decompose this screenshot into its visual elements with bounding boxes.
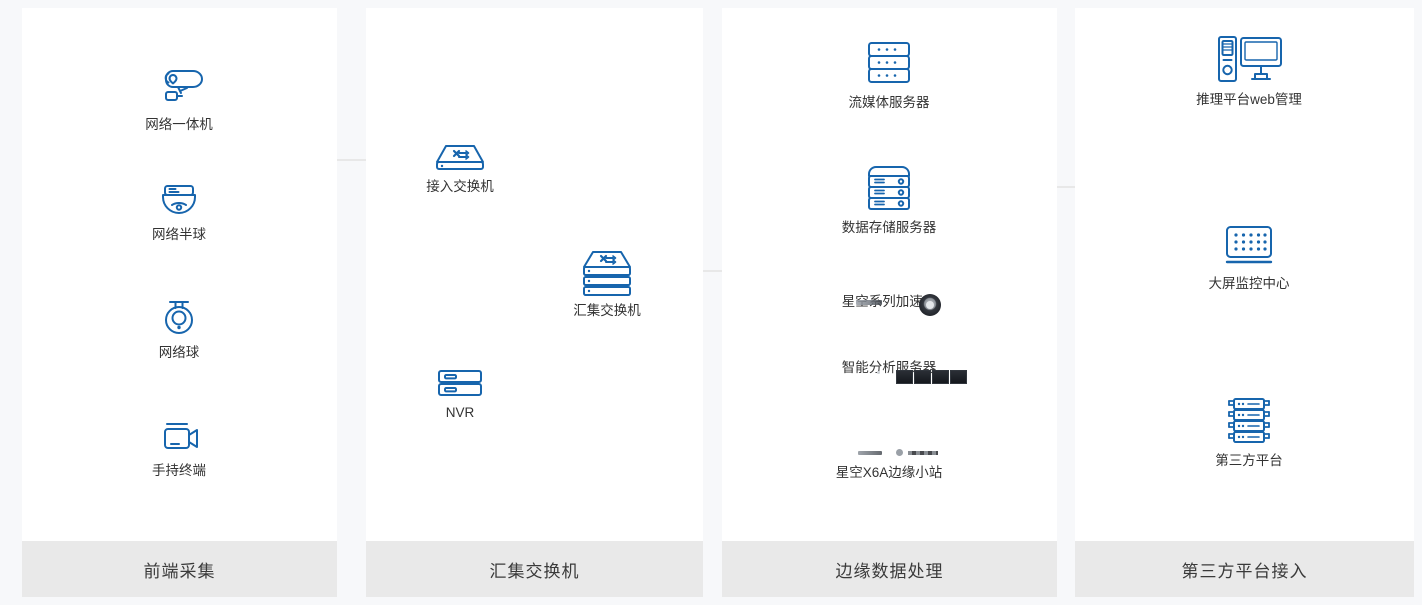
node-label: 数据存储服务器: [841, 220, 937, 235]
node-label: 推理平台web管理: [1196, 92, 1302, 107]
node-inference-platform-web-admin[interactable]: 推理平台web管理: [1174, 33, 1324, 109]
node-nvr[interactable]: NVR: [385, 366, 535, 422]
node-label: 汇集交换机: [573, 303, 641, 318]
node-access-switch[interactable]: 接入交换机: [385, 140, 535, 196]
node-large-screen-monitoring-center[interactable]: 大屏监控中心: [1174, 223, 1324, 293]
node-label: 接入交换机: [426, 179, 494, 194]
node-label: 大屏监控中心: [1208, 276, 1290, 291]
column-footer-third-party-platform-access: 第三方平台接入: [1075, 541, 1414, 597]
node-data-storage-server[interactable]: 数据存储服务器: [814, 163, 964, 237]
node-starry-accelerator-card[interactable]: 星空系列加速卡: [814, 290, 964, 316]
rack-server-icon: [814, 40, 964, 90]
node-aggregation-switch[interactable]: 汇集交换机: [532, 248, 682, 320]
column-body: 接入交换机 NVR: [366, 8, 703, 537]
node-starry-x6a-edge-station[interactable]: 星空X6A边缘小站: [814, 449, 964, 482]
node-label: 网络半球: [152, 227, 206, 242]
column-footer-front-end-collection: 前端采集: [22, 541, 337, 597]
switch-icon: [385, 140, 535, 174]
bullet-camera-icon: [104, 64, 254, 112]
node-label: 网络一体机: [145, 117, 213, 132]
nvr-icon: [385, 366, 535, 400]
ptz-camera-icon: [104, 296, 254, 340]
camcorder-icon: [104, 416, 254, 458]
node-label: NVR: [445, 405, 475, 420]
column-edge-data-processing: 流媒体服务器: [722, 8, 1057, 597]
node-intelligent-analysis-server[interactable]: 智能分析服务器: [814, 356, 967, 384]
node-handheld-terminal[interactable]: 手持终端: [104, 416, 254, 480]
column-body: 流媒体服务器: [722, 8, 1057, 537]
node-label: 第三方平台: [1215, 453, 1283, 468]
node-label: 网络球: [158, 345, 200, 360]
node-label: 星空X6A边缘小站: [835, 465, 943, 480]
node-network-dome[interactable]: 网络半球: [104, 180, 254, 244]
video-wall-icon: [1174, 223, 1324, 271]
footer-label: 前端采集: [143, 561, 216, 581]
node-streaming-media-server[interactable]: 流媒体服务器: [814, 40, 964, 112]
footer-label: 汇集交换机: [489, 561, 580, 581]
server-rack-icon: [1174, 396, 1324, 448]
column-third-party-platform-access: 推理平台web管理 大屏监控中心: [1075, 8, 1414, 597]
column-front-end-collection: 网络一体机 网络半球: [22, 8, 337, 597]
node-third-party-platform[interactable]: 第三方平台: [1174, 396, 1324, 470]
node-network-integrated-machine[interactable]: 网络一体机: [104, 64, 254, 134]
node-label: 手持终端: [152, 463, 206, 478]
column-footer-edge-data-processing: 边缘数据处理: [722, 541, 1057, 597]
column-aggregation-switch: 接入交换机 NVR: [366, 8, 703, 597]
node-network-ball[interactable]: 网络球: [104, 296, 254, 362]
node-label: 星空系列加速卡: [841, 294, 937, 309]
storage-server-icon: [814, 163, 964, 215]
column-body: 推理平台web管理 大屏监控中心: [1075, 8, 1414, 537]
node-label: 流媒体服务器: [848, 95, 930, 110]
pc-monitor-icon: [1174, 33, 1324, 87]
column-body: 网络一体机 网络半球: [22, 8, 337, 537]
column-footer-aggregation-switch: 汇集交换机: [366, 541, 703, 597]
dome-camera-icon: [104, 180, 254, 222]
footer-label: 边缘数据处理: [835, 561, 944, 581]
stacked-switch-icon: [532, 248, 682, 298]
footer-label: 第三方平台接入: [1181, 561, 1308, 581]
